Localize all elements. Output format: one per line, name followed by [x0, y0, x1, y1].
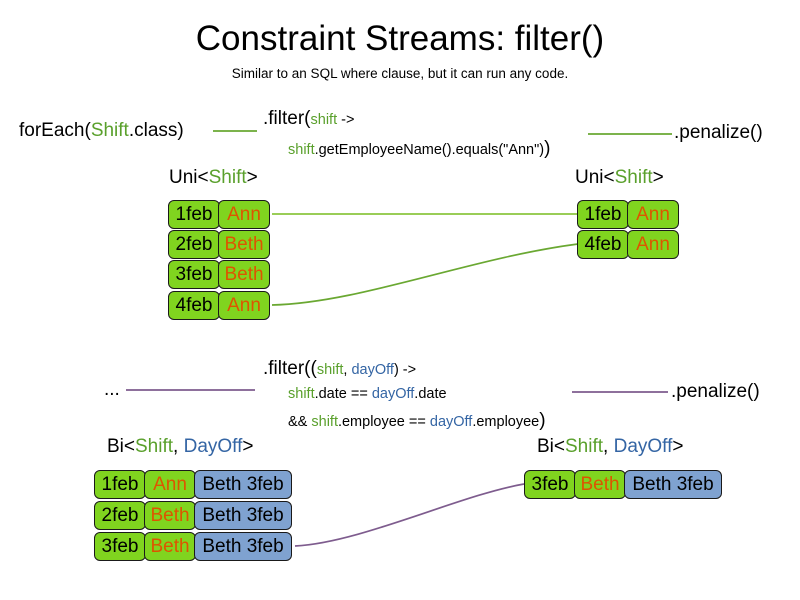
filter-body-expr: .getEmployeeName().equals("Ann"): [314, 142, 545, 158]
output-stream-header-uni: Uni<Shift>: [575, 167, 664, 189]
cell-date: 1feb: [94, 470, 146, 499]
page-subtitle: Similar to an SQL where clause, but it c…: [231, 66, 569, 81]
filter-call-line1: .filter(shift ->: [263, 108, 354, 130]
filter-arrow: ->: [337, 112, 355, 128]
filter2-call-line3: && shift.employee == dayOff.employee): [288, 410, 546, 432]
filter2-l2-dayoff: dayOff: [371, 386, 415, 402]
foreach-label: forEach(Shift.class): [19, 120, 184, 142]
uni-suffix-in: >: [246, 167, 258, 188]
cell-name: Ann: [218, 291, 270, 320]
filter2-l3-tail: .employee: [472, 414, 540, 430]
filter2-param-dayoff: dayOff: [351, 362, 394, 378]
filter-call-line2: shift.getEmployeeName().equals("Ann")): [288, 138, 550, 160]
uni-prefix-out: Uni<: [575, 167, 615, 188]
cell-dayoff: Beth 3feb: [194, 501, 292, 530]
bi-prefix-in: Bi<: [107, 436, 135, 457]
filter-param-shift: shift: [310, 112, 338, 128]
cell-date: 4feb: [577, 230, 629, 259]
filter2-call-line1: .filter((shift, dayOff) ->: [263, 358, 416, 380]
curve-4feb-to-4feb: [271, 243, 579, 306]
table-row[interactable]: 3feb Beth: [168, 260, 270, 289]
cell-name: Beth: [144, 532, 196, 561]
table-row[interactable]: 3feb Beth Beth 3feb: [94, 532, 292, 561]
table-row[interactable]: 4feb Ann: [168, 291, 270, 320]
cell-dayoff: Beth 3feb: [624, 470, 722, 499]
filter2-l3-lead: &&: [288, 414, 312, 430]
filter2-l3-close-paren: ): [539, 410, 546, 431]
filter2-l3-dayoff: dayOff: [429, 414, 473, 430]
curve-3feb-to-3feb: [294, 483, 525, 547]
bi-prefix-out: Bi<: [537, 436, 565, 457]
uni-type-out: Shift: [614, 167, 653, 188]
cell-date: 1feb: [168, 200, 220, 229]
page-title: Constraint Streams: filter(): [195, 19, 605, 58]
cell-date: 3feb: [168, 260, 220, 289]
cell-name: Ann: [627, 230, 679, 259]
ellipsis-label: ...: [104, 379, 120, 400]
filter2-method-name: .filter((: [263, 358, 317, 379]
cell-date: 4feb: [168, 291, 220, 320]
filter-body-param: shift: [288, 142, 315, 158]
cell-date: 2feb: [94, 501, 146, 530]
filter2-l2-shift: shift: [288, 386, 315, 402]
table-row[interactable]: 2feb Beth Beth 3feb: [94, 501, 292, 530]
penalize-label-one: .penalize(): [674, 122, 763, 143]
foreach-type: Shift: [90, 120, 129, 141]
filter2-call-line2: shift.date == dayOff.date: [288, 386, 447, 402]
cell-name: Beth: [218, 230, 270, 259]
table-row[interactable]: 3feb Beth Beth 3feb: [524, 470, 722, 499]
filter2-param-comma: ,: [343, 362, 352, 378]
output-stream-header-bi: Bi<Shift, DayOff>: [537, 436, 683, 458]
cell-name: Ann: [218, 200, 270, 229]
foreach-prefix: forEach(: [19, 120, 91, 141]
table-row[interactable]: 4feb Ann: [577, 230, 679, 259]
cell-name: Ann: [144, 470, 196, 499]
table-row[interactable]: 1feb Ann: [168, 200, 270, 229]
filter2-l3-mid: .employee ==: [337, 414, 430, 430]
cell-dayoff: Beth 3feb: [194, 470, 292, 499]
foreach-suffix: .class): [128, 120, 184, 141]
cell-dayoff: Beth 3feb: [194, 532, 292, 561]
uni-prefix-in: Uni<: [169, 167, 209, 188]
filter-method-name: .filter(: [263, 108, 311, 129]
filter2-arrow: ) ->: [393, 362, 417, 378]
cell-name: Ann: [627, 200, 679, 229]
uni-type-in: Shift: [208, 167, 247, 188]
input-stream-header-uni: Uni<Shift>: [169, 167, 258, 189]
filter2-l3-shift: shift: [311, 414, 338, 430]
table-row[interactable]: 1feb Ann Beth 3feb: [94, 470, 292, 499]
bi-suffix-in: >: [242, 436, 254, 457]
uni-suffix-out: >: [652, 167, 664, 188]
bi-type1-in: Shift: [135, 436, 174, 457]
cell-date: 1feb: [577, 200, 629, 229]
filter-body-close-paren: ): [544, 138, 551, 159]
bi-suffix-out: >: [672, 436, 684, 457]
filter2-l2-mid: .date ==: [314, 386, 372, 402]
cell-date: 3feb: [94, 532, 146, 561]
cell-name: Beth: [218, 260, 270, 289]
bi-type2-in: DayOff: [183, 436, 243, 457]
filter2-param-shift: shift: [316, 362, 344, 378]
table-row[interactable]: 1feb Ann: [577, 200, 679, 229]
bi-type1-out: Shift: [565, 436, 604, 457]
bi-type2-out: DayOff: [613, 436, 673, 457]
cell-name: Beth: [144, 501, 196, 530]
cell-name: Beth: [574, 470, 626, 499]
bi-comma-in: ,: [173, 436, 184, 457]
filter2-l2-tail: .date: [414, 386, 447, 402]
input-stream-header-bi: Bi<Shift, DayOff>: [107, 436, 253, 458]
cell-date: 2feb: [168, 230, 220, 259]
bi-comma-out: ,: [603, 436, 614, 457]
table-row[interactable]: 2feb Beth: [168, 230, 270, 259]
penalize-label-two: .penalize(): [671, 381, 760, 402]
cell-date: 3feb: [524, 470, 576, 499]
